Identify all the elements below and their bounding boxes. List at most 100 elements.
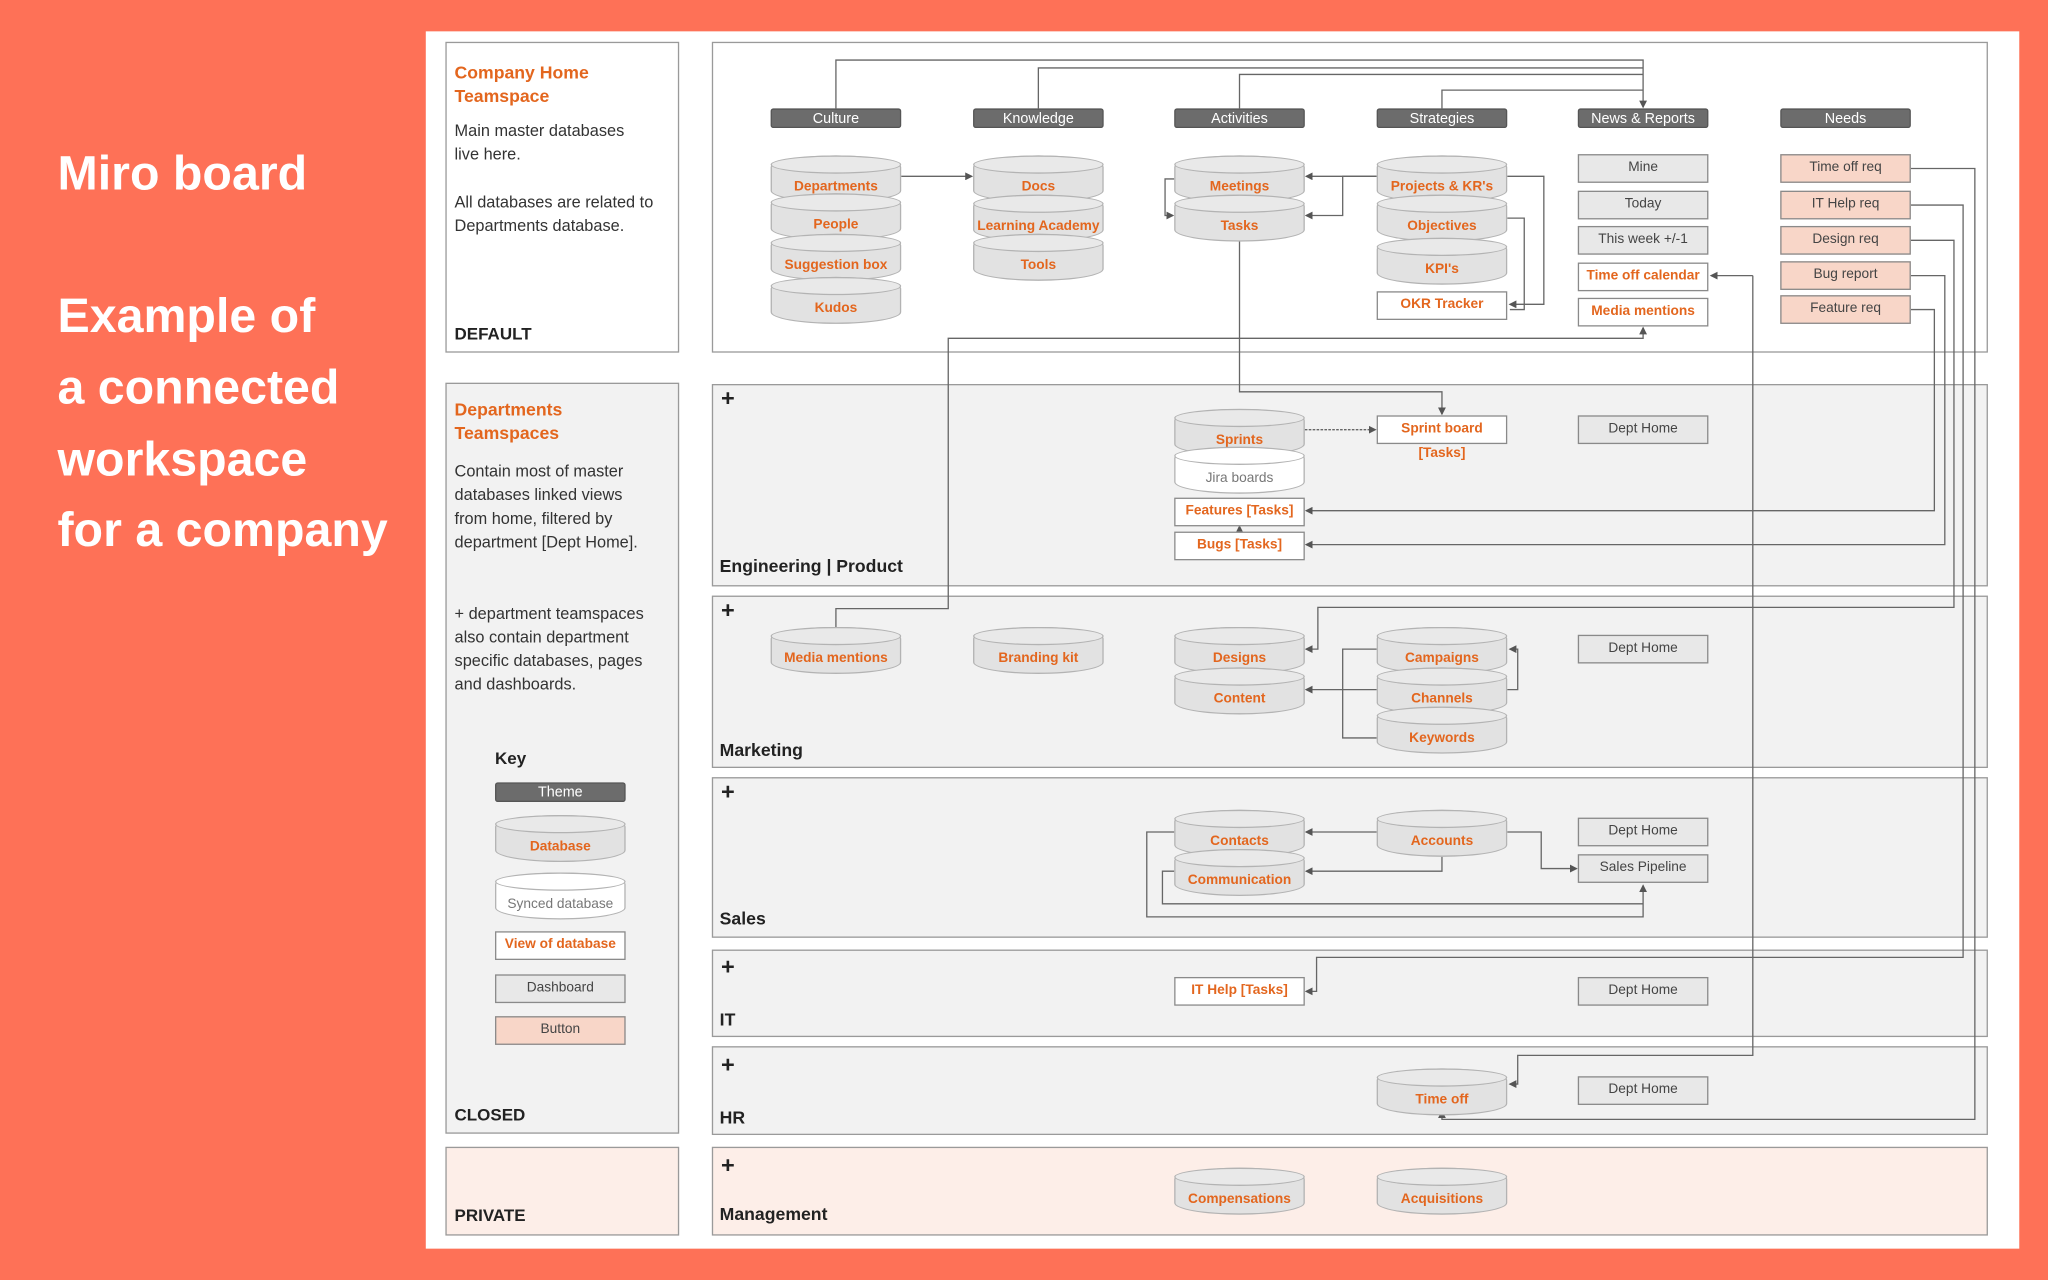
intro-line: workspace [57, 432, 308, 486]
database-tasks[interactable]: Tasks [1174, 194, 1305, 242]
view-sprint-board[interactable]: Sprint board [Tasks] [1376, 415, 1508, 461]
database-objectives[interactable]: Objectives [1376, 194, 1508, 242]
theme-strategies: Strategies [1376, 108, 1508, 128]
database-people[interactable]: People [770, 193, 902, 241]
dept-panel-text: + department teamspaces also contain dep… [454, 604, 644, 694]
view-bugs-tasks[interactable]: Bugs [Tasks] [1174, 531, 1305, 561]
database-branding-kit[interactable]: Branding kit [973, 626, 1104, 674]
button-it-help-req[interactable]: IT Help req [1780, 190, 1911, 220]
key-view: View of database [495, 931, 626, 960]
dashboard-dept-home[interactable]: Dept Home [1577, 1076, 1709, 1105]
database-tools[interactable]: Tools [973, 233, 1104, 281]
database-keywords[interactable]: Keywords [1376, 706, 1508, 754]
view-time-off-calendar[interactable]: Time off calendar [1577, 262, 1709, 292]
key-label: Database [529, 838, 591, 855]
database-label: Communication [1187, 872, 1292, 889]
add-icon[interactable]: + [720, 1051, 735, 1078]
visibility-tag: PRIVATE [454, 1205, 526, 1226]
add-icon[interactable]: + [720, 1151, 735, 1179]
database-suggestion-box[interactable]: Suggestion box [770, 233, 902, 281]
dashboard-dept-home[interactable]: Dept Home [1577, 976, 1709, 1006]
database-label: Docs [1021, 178, 1056, 195]
title-line: Teamspace [454, 86, 550, 106]
database-label: Meetings [1209, 178, 1270, 195]
database-label: Projects & KR's [1390, 178, 1494, 195]
theme-culture: Culture [770, 108, 902, 128]
database-label: Departments [793, 178, 878, 195]
database-label: Accounts [1410, 833, 1474, 849]
engineering-section: + Engineering | Product [711, 383, 1988, 587]
key-synced-database: Synced database [495, 872, 626, 920]
database-kpis[interactable]: KPI's [1376, 237, 1508, 285]
database-label: Jira boards [1205, 470, 1274, 486]
synced-database-jira-boards[interactable]: Jira boards [1174, 446, 1305, 494]
section-label: Engineering | Product [719, 556, 903, 576]
intro-line: Example of [57, 288, 316, 343]
title-line: Teamspaces [454, 423, 560, 443]
view-okr-tracker[interactable]: OKR Tracker [1376, 291, 1508, 320]
view-media-mentions[interactable]: Media mentions [1577, 297, 1709, 327]
private-panel: PRIVATE [445, 1146, 680, 1236]
add-icon[interactable]: + [720, 385, 735, 412]
theme-news-reports: News & Reports [1577, 108, 1709, 128]
add-icon[interactable]: + [720, 953, 735, 980]
section-label: Marketing [719, 740, 803, 761]
database-label: Kudos [814, 300, 858, 317]
database-meetings[interactable]: Meetings [1174, 155, 1305, 203]
dashboard-sales-pipeline[interactable]: Sales Pipeline [1577, 854, 1709, 883]
management-section: + Management [711, 1146, 1988, 1236]
key-title: Key [495, 748, 527, 768]
database-accounts[interactable]: Accounts [1376, 809, 1508, 857]
theme-needs: Needs [1780, 108, 1911, 128]
database-media-mentions[interactable]: Media mentions [770, 626, 902, 674]
dashboard-dept-home[interactable]: Dept Home [1577, 634, 1709, 664]
key-theme: Theme [495, 782, 626, 802]
key-button: Button [495, 1016, 626, 1045]
title-line: Departments [454, 399, 563, 420]
dashboard-today[interactable]: Today [1577, 190, 1709, 220]
section-label: Sales [719, 909, 766, 929]
intro-line: a connected [57, 360, 340, 415]
database-label: Tasks [1220, 218, 1259, 234]
database-label: Sprints [1215, 432, 1264, 448]
theme-knowledge: Knowledge [973, 108, 1104, 128]
dashboard-dept-home[interactable]: Dept Home [1577, 817, 1709, 847]
database-kudos[interactable]: Kudos [770, 276, 902, 324]
add-icon[interactable]: + [720, 596, 735, 624]
theme-activities: Activities [1174, 108, 1305, 128]
button-design-req[interactable]: Design req [1780, 225, 1911, 255]
it-section: + IT [711, 949, 1988, 1038]
database-compensations[interactable]: Compensations [1174, 1167, 1305, 1215]
database-label: Compensations [1188, 1191, 1291, 1207]
database-label: Learning Academy [977, 218, 1100, 234]
section-label: HR [719, 1107, 746, 1128]
view-it-help-tasks[interactable]: IT Help [Tasks] [1174, 976, 1305, 1006]
database-label: Keywords [1409, 730, 1475, 746]
database-learning-academy[interactable]: Learning Academy [973, 194, 1104, 242]
database-label: Branding kit [998, 650, 1079, 667]
dashboard-mine[interactable]: Mine [1577, 154, 1709, 183]
database-content[interactable]: Content [1174, 667, 1305, 715]
button-time-off-req[interactable]: Time off req [1780, 154, 1911, 183]
dashboard-this-week[interactable]: This week +/-1 [1577, 225, 1709, 255]
hr-section: + HR [711, 1046, 1988, 1136]
home-panel-text: Main master databases live here. [454, 121, 625, 164]
title-line: Company Home [454, 62, 589, 83]
key-dashboard: Dashboard [495, 974, 626, 1004]
database-label: KPI's [1425, 261, 1459, 277]
database-acquisitions[interactable]: Acquisitions [1376, 1167, 1508, 1215]
database-time-off[interactable]: Time off [1376, 1068, 1508, 1116]
intro-title: Miro board [57, 146, 308, 200]
dashboard-dept-home[interactable]: Dept Home [1577, 415, 1709, 445]
database-label: Campaigns [1404, 650, 1479, 667]
button-feature-req[interactable]: Feature req [1780, 295, 1911, 324]
key-database: Database [495, 815, 626, 863]
view-features-tasks[interactable]: Features [Tasks] [1174, 497, 1305, 527]
add-icon[interactable]: + [720, 778, 735, 805]
button-bug-report[interactable]: Bug report [1780, 261, 1911, 290]
database-communication[interactable]: Communication [1174, 848, 1305, 896]
section-label: IT [719, 1009, 736, 1030]
